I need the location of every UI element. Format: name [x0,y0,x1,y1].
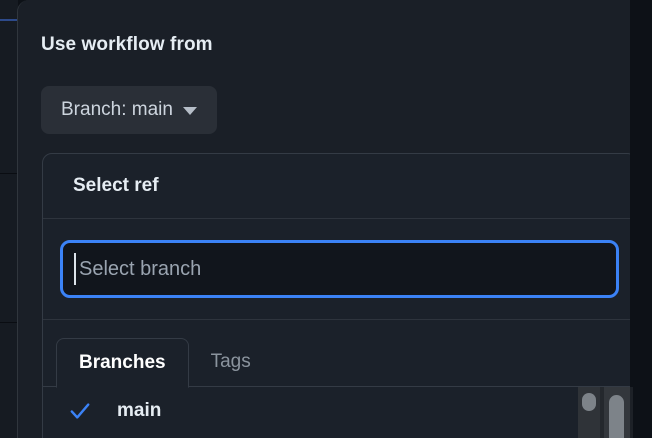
page-scrollbar-thumb[interactable] [609,395,624,438]
backdrop-left-strip [0,0,18,438]
list-scrollbar-track[interactable] [578,387,600,438]
list-scrollbar-thumb[interactable] [582,393,596,411]
select-ref-panel: Select ref Branches Tags [42,153,637,438]
scrollbar-gutter [600,387,604,438]
tab-branches-label: Branches [79,352,166,373]
list-item[interactable]: main [43,387,636,435]
search-branch-input[interactable] [60,240,619,298]
tab-tags[interactable]: Tags [189,337,273,387]
dialog-body: Use workflow from Branch: main Select re… [18,0,642,438]
search-input-wrap [60,240,619,298]
select-ref-header: Select ref [43,154,636,219]
page-scrollbar-track[interactable] [604,387,630,438]
branch-dropdown-label: Branch: main [61,99,173,120]
branch-list: main [43,387,636,435]
select-ref-title: Select ref [73,175,159,196]
check-icon [70,403,90,419]
page-right-edge-line [630,387,633,438]
branch-item-label: main [117,400,162,421]
tab-tags-label: Tags [210,351,251,372]
use-workflow-dialog: Use workflow from Branch: main Select re… [17,0,643,438]
page-title: Use workflow from [41,34,213,55]
page-right-edge [630,0,652,438]
ref-type-tabs: Branches Tags [43,320,636,388]
backdrop-divider-upper [0,173,18,174]
tabs-underline [43,386,636,387]
tab-branches[interactable]: Branches [56,338,189,388]
backdrop-accent-line [0,19,18,21]
branch-dropdown-button[interactable]: Branch: main [41,86,217,134]
search-section [43,219,636,320]
backdrop-divider-lower [0,322,18,323]
chevron-down-icon [182,107,197,115]
